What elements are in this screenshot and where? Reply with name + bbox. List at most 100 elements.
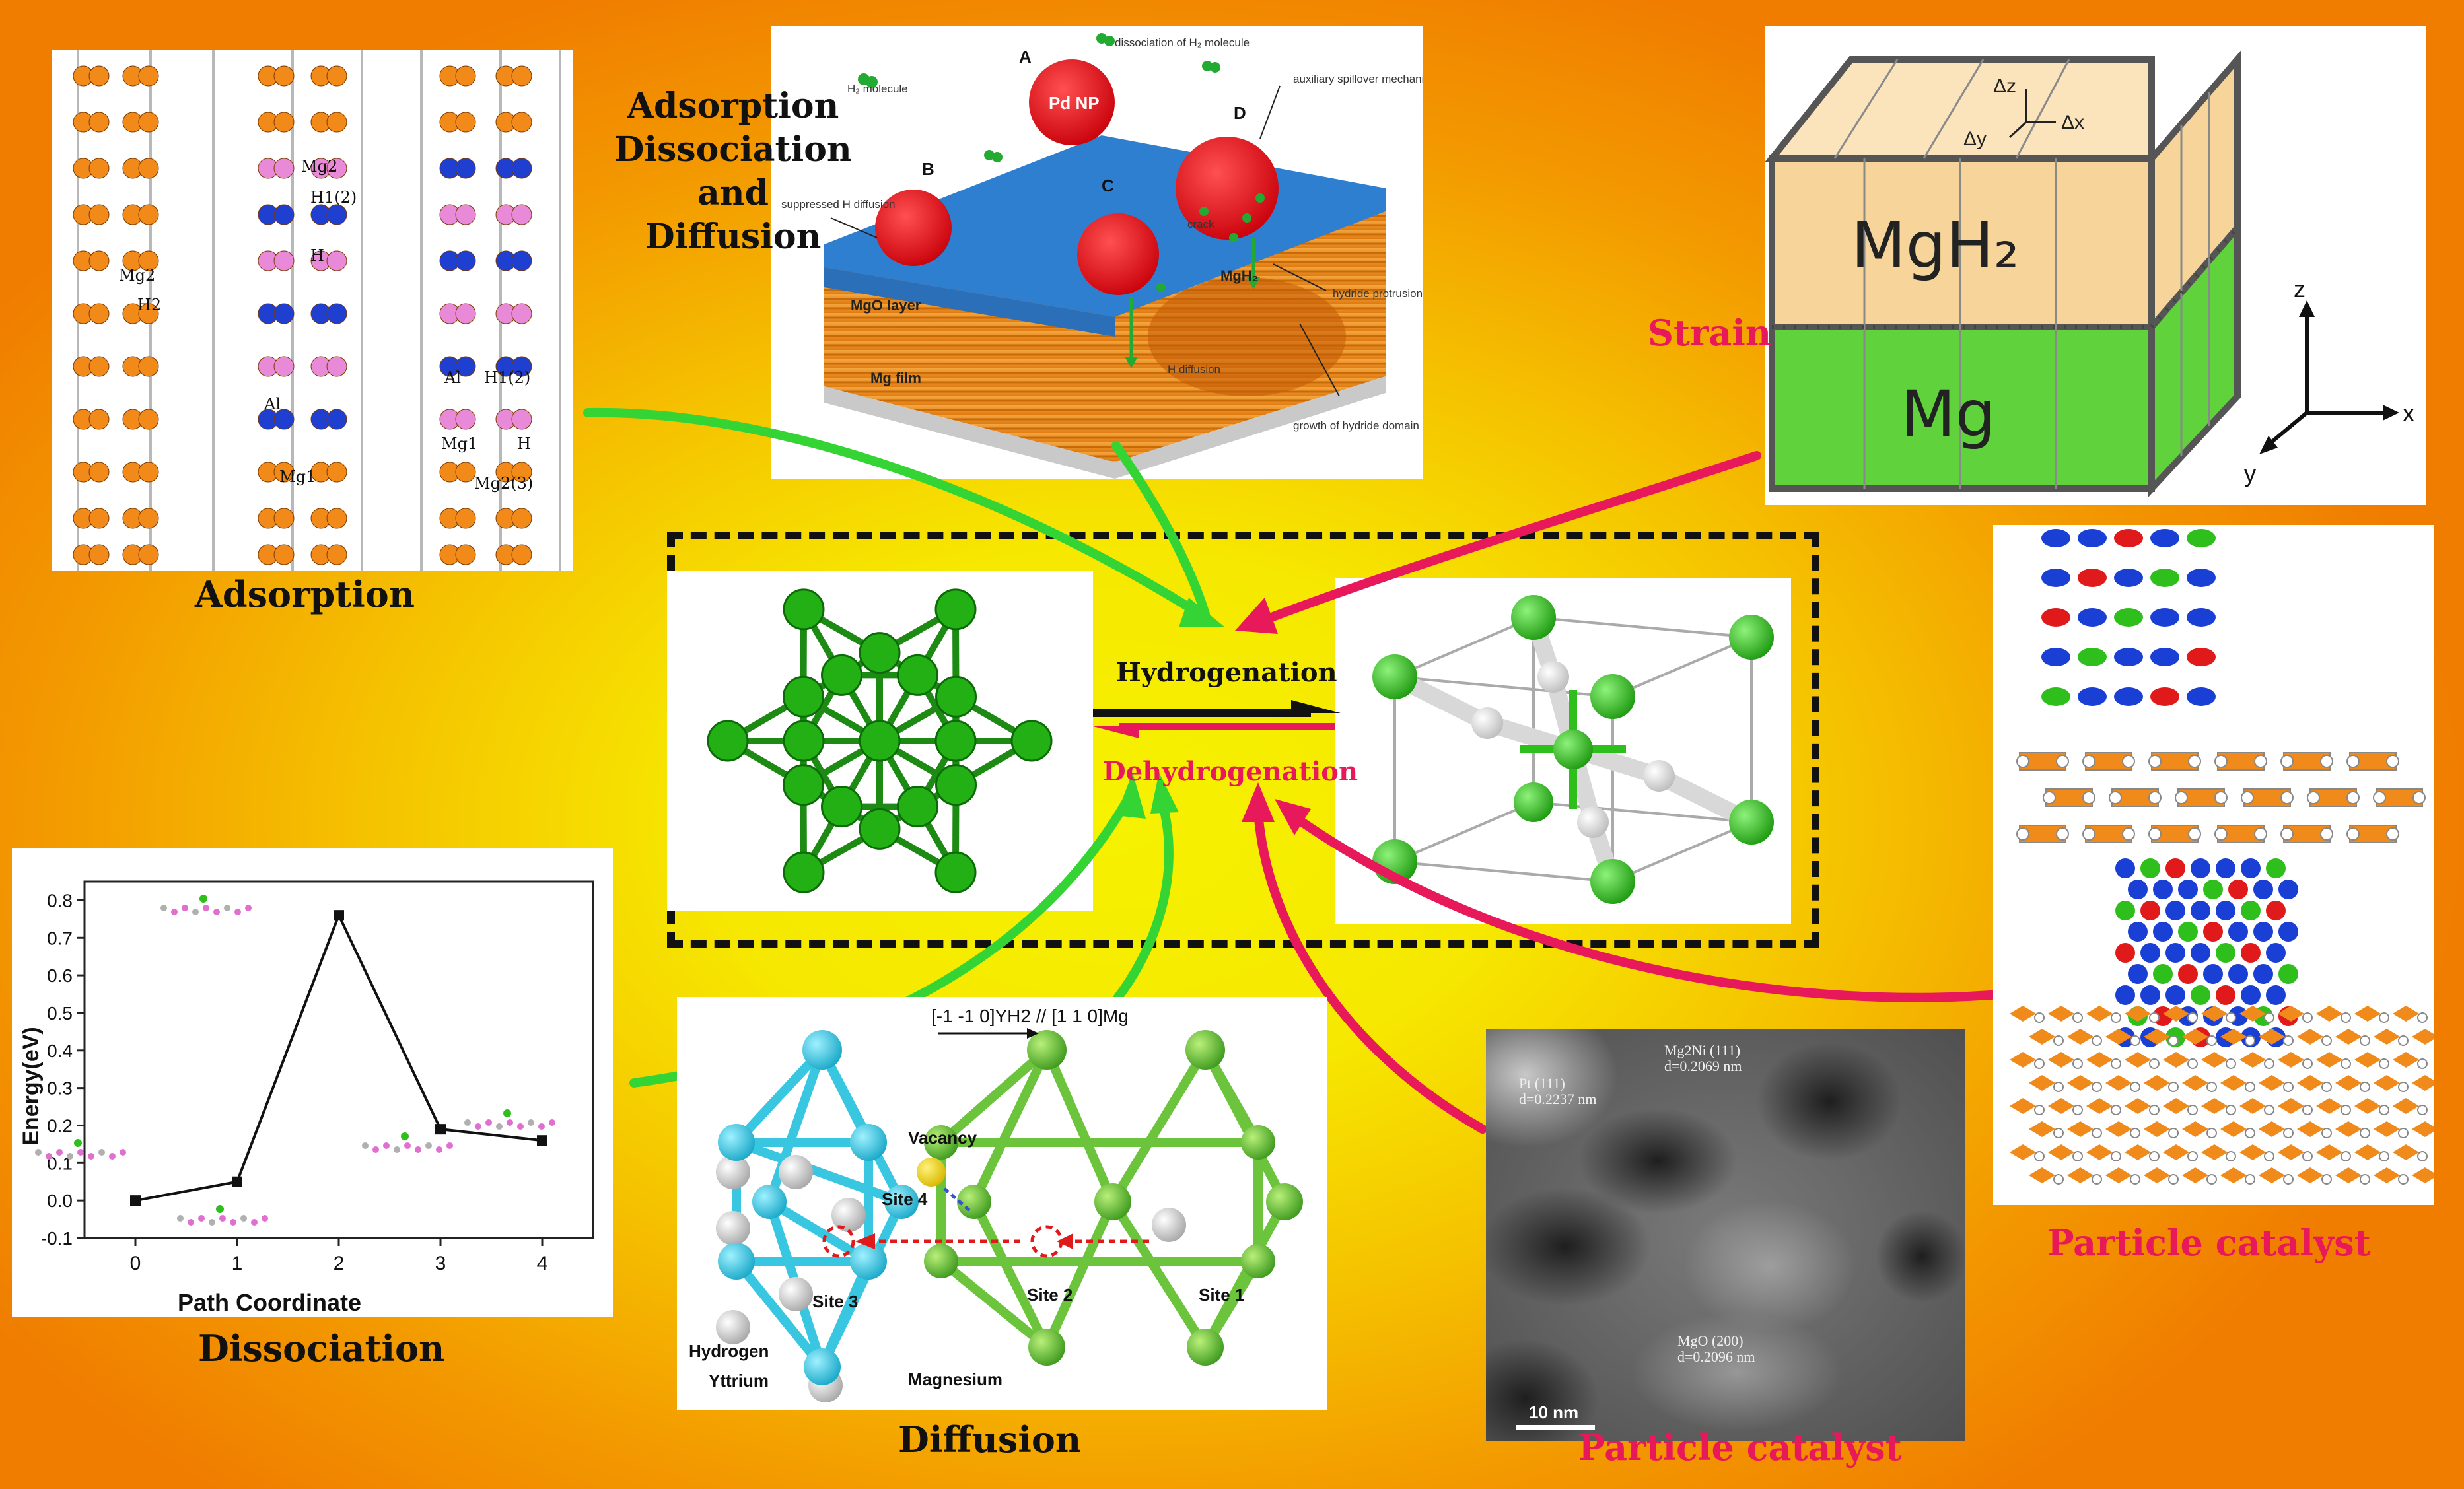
inset-atom: [262, 1215, 268, 1222]
y-tick-label: 0.7: [47, 928, 73, 948]
substrate-atom: [2393, 1052, 2419, 1068]
substrate-atom: [2412, 1029, 2438, 1045]
cluster-atom: [2241, 943, 2261, 963]
suppressed-note: suppressed H diffusion: [781, 198, 896, 211]
inset-atom: [404, 1142, 411, 1149]
substrate-atom: [2278, 1006, 2304, 1022]
substrate-atom: [2163, 1052, 2189, 1068]
catalyst-atom: [2041, 687, 2070, 706]
inset-atom: [177, 1215, 184, 1222]
inset-atom: [213, 909, 220, 915]
chart-ylabel: Energy(eV): [18, 1027, 44, 1146]
catalyst-atom: [2041, 608, 2070, 627]
atom: [273, 204, 295, 225]
substrate-atom: [2105, 1029, 2132, 1045]
atom: [511, 508, 532, 529]
cluster-atom: [2115, 985, 2135, 1005]
delta-y-label: Δy: [1963, 128, 1987, 150]
hydrogenation-arrow: [1093, 700, 1341, 717]
catalyst-atom: [2187, 687, 2216, 706]
substrate-atom: [2278, 1052, 2304, 1068]
inset-atom: [464, 1119, 471, 1126]
substrate-atom: [2048, 1144, 2074, 1160]
diffusion-label: Diffusion: [898, 1418, 1082, 1461]
atom: [455, 65, 476, 87]
mg-atom: [934, 588, 977, 631]
cluster-atom: [2253, 964, 2273, 984]
catalyst-atom: [2078, 608, 2107, 627]
substrate-atom: [2220, 1167, 2247, 1183]
inset-atom: [160, 905, 167, 911]
dissociation-label: Dissociation: [198, 1327, 445, 1369]
vacancy-label: Vacancy: [908, 1128, 977, 1148]
mgo-layer-label: MgO layer: [851, 297, 921, 314]
mg-atom: [934, 851, 977, 893]
substrate-atom: [2048, 1006, 2074, 1022]
mg-atom: [783, 720, 825, 762]
inset-atom: [182, 905, 188, 911]
atom: [88, 250, 110, 271]
substrate-atom: [2354, 1006, 2381, 1022]
substrate-atom: [2316, 1052, 2342, 1068]
site-c-label: C: [1102, 176, 1114, 195]
mg-atom: [859, 632, 901, 674]
inset-atom: [109, 1153, 116, 1160]
tem-annotation: d=0.2069 nm: [1664, 1058, 1742, 1074]
atom: [138, 112, 159, 133]
chart-frame: [83, 880, 594, 1239]
y-tick-label: 0.3: [47, 1078, 73, 1099]
protrusion-note: hydride protrusion: [1333, 287, 1423, 300]
substrate-atom: [2163, 1144, 2189, 1160]
atom: [455, 544, 476, 565]
site-b-label: B: [922, 159, 934, 179]
mg-atom: [1010, 720, 1053, 762]
cluster-atom: [2278, 880, 2298, 899]
catalyst-atom: [2114, 608, 2143, 627]
catalyst-atom: [2150, 608, 2179, 627]
scale-bar-label: 10 nm: [1529, 1402, 1578, 1422]
mgh2-rutile-lattice: [1372, 595, 1774, 904]
atom: [138, 462, 159, 483]
atom: [138, 508, 159, 529]
atom: [455, 250, 476, 271]
substrate-atom: [2163, 1098, 2189, 1114]
cluster-atom: [2140, 985, 2160, 1005]
inset-atom: [88, 1153, 94, 1160]
substrate-atom: [2182, 1167, 2208, 1183]
inset-atom: [219, 1215, 226, 1222]
atom: [511, 250, 532, 271]
mg-region: [1769, 324, 2155, 492]
substrate-atom: [2335, 1029, 2362, 1045]
substrate-atom: [2163, 1006, 2189, 1022]
inset-atom: [46, 1153, 52, 1160]
substrate-atom: [2182, 1029, 2208, 1045]
atom: [88, 544, 110, 565]
inset-atom: [394, 1146, 400, 1153]
pd-nanoparticle-c: [1077, 213, 1159, 295]
atom-label: Al: [444, 368, 461, 387]
tem-annotation: Pt (111): [1519, 1075, 1565, 1091]
atom-label: Mg2(3): [474, 474, 533, 493]
hydrogen-label: Hydrogen: [689, 1341, 769, 1361]
x-tick-label: 0: [130, 1253, 141, 1274]
vacancy-atom: [917, 1158, 946, 1187]
diffusion-panel: [-1 -1 0]YH2 // [1 1 0]Mg Vacancy Site 1…: [677, 997, 1327, 1410]
delta-x-label: Δx: [2061, 112, 2084, 133]
data-point: [232, 1176, 242, 1187]
site2-label: Site 2: [1027, 1285, 1073, 1305]
substrate-atom: [2125, 1006, 2151, 1022]
substrate-atom: [2259, 1075, 2285, 1091]
mg-atom: [859, 808, 901, 850]
mg-atom: [821, 786, 862, 828]
substrate-atom: [2010, 1098, 2036, 1114]
substrate: [824, 376, 1386, 479]
green-arrow-diffusion: [1095, 798, 1174, 1025]
atom: [455, 508, 476, 529]
strain-panel: Δz Δy Δx MgH₂ Mg z x y: [1765, 26, 2426, 505]
substrate-atom: [2239, 1006, 2266, 1022]
atom: [273, 250, 295, 271]
catalyst-atom: [2150, 687, 2179, 706]
atom: [326, 356, 347, 377]
mgh2-cube-label: MgH₂: [1851, 209, 2019, 283]
pd-film-panel: H₂ molecule dissociation of H₂ molecule …: [771, 26, 1439, 479]
